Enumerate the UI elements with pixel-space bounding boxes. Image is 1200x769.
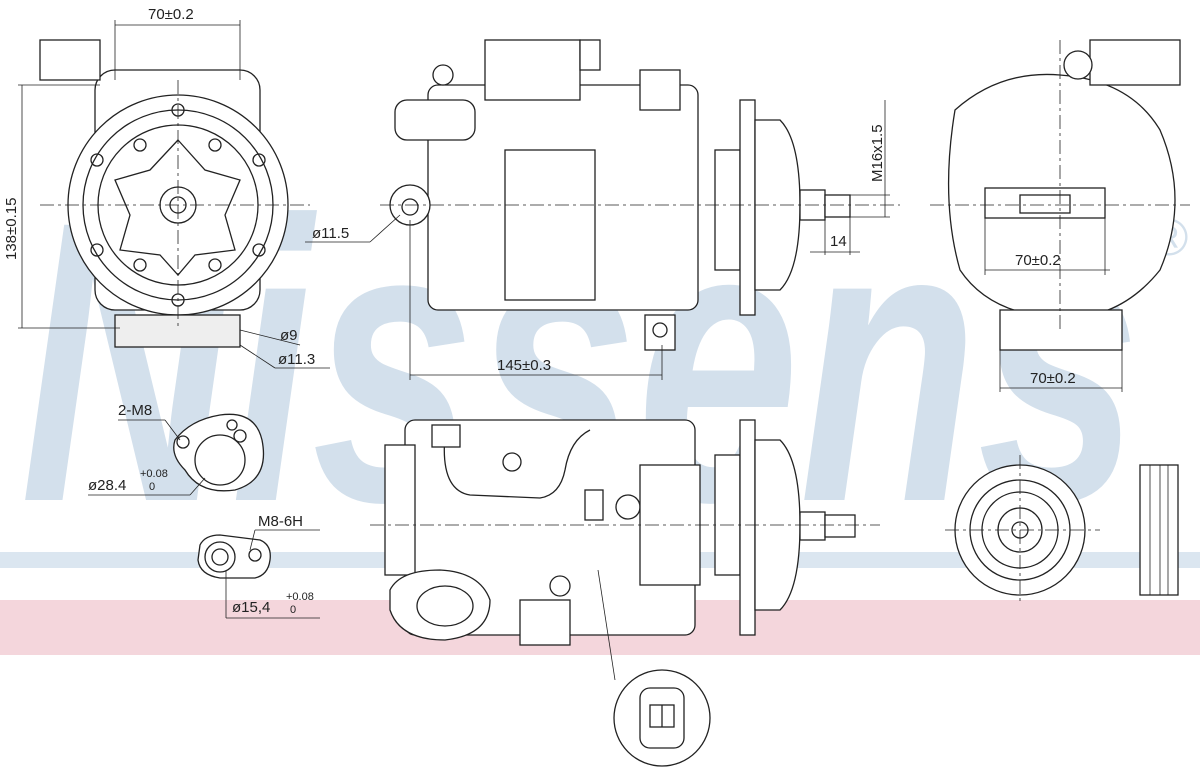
flange-2: [197, 529, 320, 619]
flange1-diameter: ø28.4: [88, 477, 126, 494]
flange2-tol-lower: 0: [290, 604, 296, 616]
dim-rear-width-upper: 70±0.2: [1015, 252, 1061, 269]
dim-bolt-outer: ø11.3: [278, 351, 315, 368]
dim-bolt-inner: ø9: [280, 327, 298, 344]
dim-body-length: 145±0.3: [497, 357, 551, 374]
bottom-view: [370, 419, 880, 681]
dim-front-height: 138±0.15: [3, 198, 20, 260]
front-view: [18, 20, 330, 369]
dim-rear-width-lower: 70±0.2: [1030, 370, 1076, 387]
pulley-view: [945, 455, 1179, 605]
flange1-tol-upper: +0.08: [140, 468, 168, 480]
flange2-tol-upper: +0.08: [286, 591, 314, 603]
flange1-tol-lower: 0: [149, 481, 155, 493]
dim-port-diameter: ø11.5: [312, 225, 349, 242]
flange2-thread: M8-6H: [258, 513, 303, 530]
flange-1: [88, 413, 265, 496]
connector-detail: [613, 669, 711, 767]
dim-shaft-length: 14: [830, 233, 847, 250]
rear-view: [930, 39, 1190, 392]
dim-front-width: 70±0.2: [148, 6, 194, 23]
flange1-thread: 2-M8: [118, 402, 152, 419]
dim-thread: M16x1.5: [869, 124, 886, 182]
side-view: [305, 39, 900, 380]
flange2-diameter: ø15,4: [232, 599, 270, 616]
